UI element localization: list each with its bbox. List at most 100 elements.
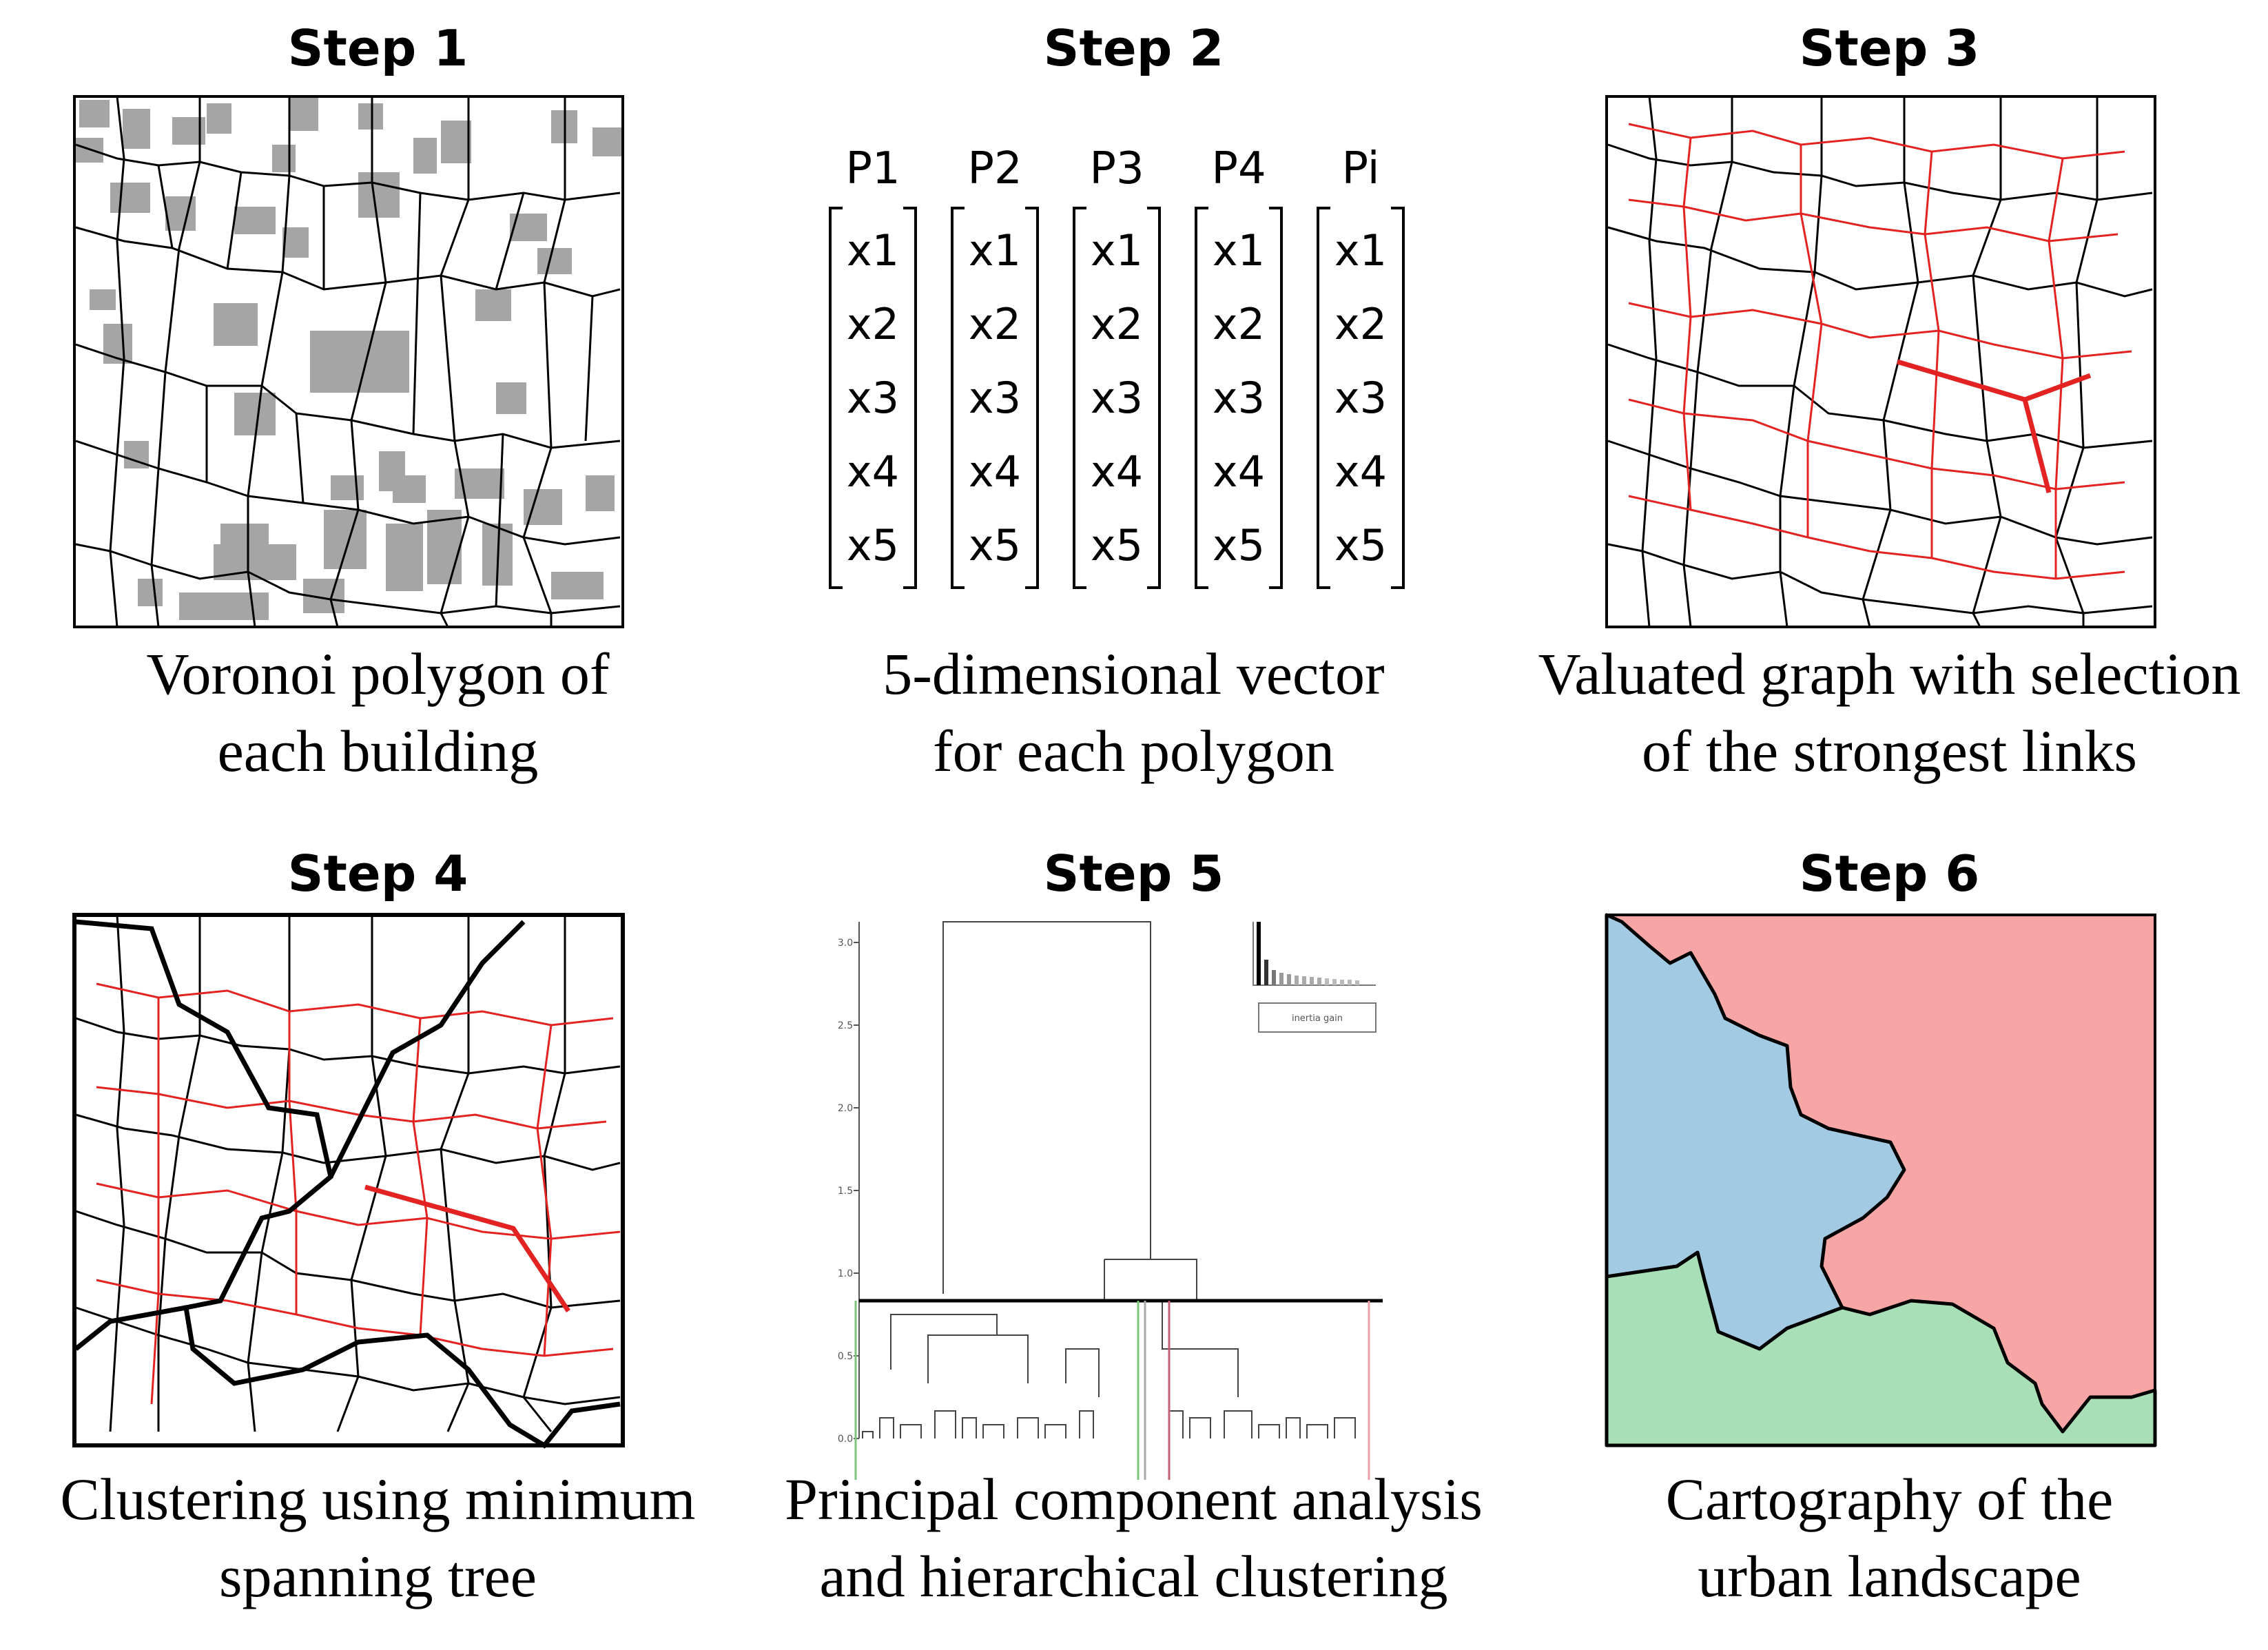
vector-entry: x4 — [968, 446, 1022, 497]
step5-caption: Principal component analysis and hierarc… — [756, 1461, 1512, 1615]
dendrogram-figure: 0.0 0.5 1.0 1.5 2.0 2.5 3.0 — [838, 921, 1383, 1480]
vector-entry: x5 — [1334, 520, 1388, 570]
tick-label: 1.0 — [838, 1268, 853, 1279]
voronoi-edges — [1607, 96, 2153, 628]
vector-entry: x3 — [1090, 373, 1144, 423]
vector-entry: x4 — [846, 446, 900, 497]
green-cluster-region — [1605, 1250, 2157, 1447]
step3-caption-line2: of the strongest links — [1642, 718, 2137, 784]
vector-entry: x1 — [1090, 225, 1144, 276]
vector-header: P1 — [845, 143, 900, 194]
red-tree-links — [96, 982, 621, 1405]
spanning-tree-figure — [72, 913, 625, 1449]
step2-caption: 5-dimensional vector for each polygon — [756, 635, 1512, 790]
vector-entry: x1 — [968, 225, 1022, 276]
tick-label: 2.0 — [838, 1103, 853, 1114]
vector-column: P3 x1 x2 x3 x4 x5 — [1065, 131, 1168, 589]
step4-frame — [72, 913, 625, 1447]
step2-caption-line1: 5-dimensional vector — [883, 641, 1385, 707]
step1-panel: Step 1 — [0, 0, 756, 825]
inset-legend-label: inertia gain — [1292, 1013, 1343, 1024]
dendrogram-branches — [862, 921, 1356, 1438]
inertia-inset: inertia gain — [1252, 922, 1377, 1033]
step5-caption-line2: and hierarchical clustering — [819, 1543, 1448, 1609]
step1-frame — [73, 95, 624, 628]
dendrogram-tick-labels: 0.0 0.5 1.0 1.5 2.0 2.5 3.0 — [838, 938, 853, 1445]
urban-landscape-map — [1605, 913, 2157, 1447]
strongest-links — [364, 1184, 570, 1312]
step2-panel: Step 2 P1 x1 x2 x3 x4 x5 P2 x1 x2 x3 x4 … — [756, 0, 1512, 825]
voronoi-edges — [75, 96, 621, 628]
step6-caption-line2: urban landscape — [1698, 1543, 2081, 1609]
tick-label: 0.0 — [838, 1434, 853, 1445]
step2-title: Step 2 — [1043, 19, 1224, 77]
vector-entry: x4 — [1212, 446, 1266, 497]
step3-frame — [1605, 95, 2156, 628]
cluster-lines — [854, 1299, 1383, 1480]
vector-entry: x2 — [968, 299, 1022, 349]
step6-title: Step 6 — [1799, 845, 1980, 903]
vector-entry: x2 — [1212, 299, 1266, 349]
vector-column: P1 x1 x2 x3 x4 x5 — [821, 131, 925, 589]
vector-bracket: x1 x2 x3 x4 x5 — [1073, 207, 1161, 589]
step3-title: Step 3 — [1799, 19, 1980, 77]
vector-header: P3 — [1089, 143, 1144, 194]
vector-entry: x5 — [846, 520, 900, 570]
strongest-links — [1897, 359, 2092, 493]
vector-entry: x2 — [1090, 299, 1144, 349]
inset-legend-box — [1258, 1002, 1377, 1033]
vector-entry: x3 — [1334, 373, 1388, 423]
step1-caption-line2: each building — [217, 718, 539, 784]
vector-entry: x3 — [1212, 373, 1266, 423]
vector-entry: x2 — [1334, 299, 1388, 349]
vector-matrix-group: P1 x1 x2 x3 x4 x5 P2 x1 x2 x3 x4 x5 P3 x… — [756, 131, 1512, 589]
step1-caption: Voronoi polygon of each building — [0, 635, 756, 790]
tick-label: 2.5 — [838, 1020, 853, 1031]
step4-caption-line2: spanning tree — [219, 1543, 537, 1609]
step3-caption-line1: Valuated graph with selection — [1538, 641, 2241, 707]
tick-label: 0.5 — [838, 1351, 853, 1362]
step2-caption-line2: for each polygon — [933, 718, 1334, 784]
step6-caption-line1: Cartography of the — [1665, 1466, 2114, 1532]
step5-caption-line1: Principal component analysis — [785, 1466, 1483, 1532]
vector-entry: x5 — [968, 520, 1022, 570]
step1-caption-line1: Voronoi polygon of — [146, 641, 610, 707]
step1-title: Step 1 — [287, 19, 468, 77]
vector-bracket: x1 x2 x3 x4 x5 — [951, 207, 1039, 589]
vector-header: Pi — [1341, 143, 1380, 194]
vector-bracket: x1 x2 x3 x4 x5 — [1317, 207, 1405, 589]
step4-caption: Clustering using minimum spanning tree — [0, 1461, 756, 1615]
vector-entry: x1 — [1334, 225, 1388, 276]
vector-column: Pi x1 x2 x3 x4 x5 — [1309, 131, 1412, 589]
step4-title: Step 4 — [287, 845, 468, 903]
vector-entry: x2 — [846, 299, 900, 349]
vector-bracket: x1 x2 x3 x4 x5 — [829, 207, 917, 589]
vector-header: P4 — [1211, 143, 1266, 194]
step6-panel: Step 6 Cartography of the urban landscap… — [1512, 825, 2267, 1650]
vector-bracket: x1 x2 x3 x4 x5 — [1195, 207, 1283, 589]
step6-frame — [1605, 914, 2156, 1447]
step5-panel: Step 5 0.0 0.5 1.0 1.5 2.0 2.5 3.0 — [756, 825, 1512, 1650]
step3-caption: Valuated graph with selection of the str… — [1512, 635, 2267, 790]
vector-entry: x3 — [846, 373, 900, 423]
step6-caption: Cartography of the urban landscape — [1512, 1461, 2267, 1615]
tick-label: 3.0 — [838, 938, 853, 949]
step5-title: Step 5 — [1043, 845, 1224, 903]
red-graph-links — [1628, 123, 2132, 580]
vector-header: P2 — [967, 143, 1022, 194]
voronoi-buildings-figure — [73, 95, 624, 628]
vector-entry: x3 — [968, 373, 1022, 423]
vector-entry: x1 — [1212, 225, 1266, 276]
step4-panel: Step 4 Cl — [0, 825, 756, 1650]
vector-column: P4 x1 x2 x3 x4 x5 — [1187, 131, 1290, 589]
vector-entry: x4 — [1334, 446, 1388, 497]
vector-entry: x1 — [846, 225, 900, 276]
vector-column: P2 x1 x2 x3 x4 x5 — [943, 131, 1047, 589]
step3-panel: Step 3 Valuated gra — [1512, 0, 2267, 825]
tick-label: 1.5 — [838, 1186, 853, 1197]
vector-entry: x5 — [1090, 520, 1144, 570]
step4-caption-line1: Clustering using minimum — [60, 1466, 696, 1532]
vector-entry: x5 — [1212, 520, 1266, 570]
cluster-boundaries — [74, 919, 621, 1449]
vector-entry: x4 — [1090, 446, 1144, 497]
